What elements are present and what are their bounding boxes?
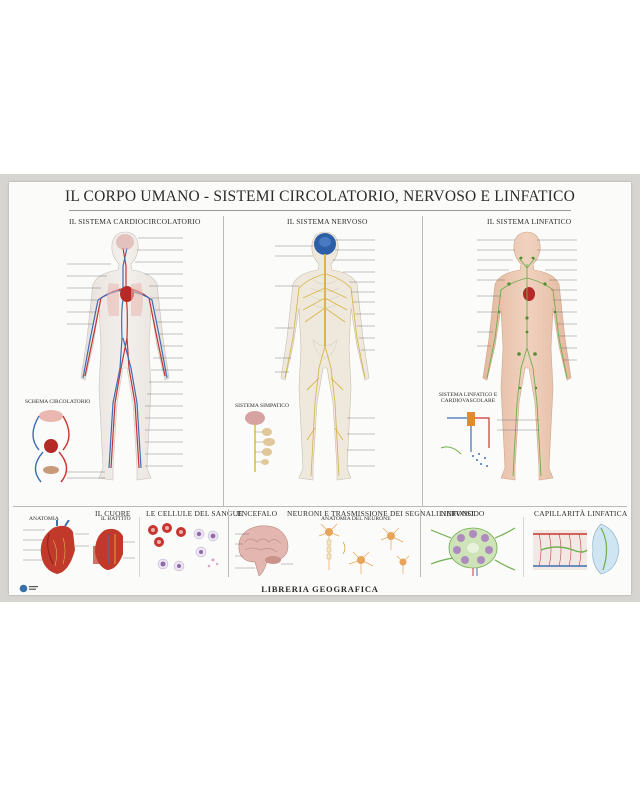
section-cuore-title: IL CUORE — [95, 509, 131, 518]
section-linfatico-title: IL SISTEMA LINFATICO — [487, 217, 572, 226]
section-nervoso-title: IL SISTEMA NERVOSO — [287, 217, 368, 226]
cardio-body-figure — [67, 231, 183, 481]
poster-title: IL CORPO UMANO - SISTEMI CIRCOLATORIO, N… — [65, 188, 575, 205]
nervoso-body-figure — [275, 231, 375, 481]
section-linfonodo-title: LINFONODO — [439, 509, 485, 518]
divider-bottom-2 — [420, 509, 421, 577]
divider-bottom-1 — [228, 509, 229, 577]
section-encefalo-title: ENCEFALO — [237, 509, 278, 518]
capillarita-diagram — [533, 523, 620, 575]
section-cellule-title: LE CELLULE DEL SANGUE — [146, 509, 244, 518]
footer-brand: LIBRERIA GEOGRAFICA — [261, 584, 379, 594]
sistema-linfatico-cardio-title: SISTEMA LINFATICO E CARDIOVASCOLARE — [438, 392, 498, 404]
divider-bottom-4 — [523, 517, 524, 577]
divider-bottom-3 — [139, 517, 140, 577]
divider-bottom-row — [13, 506, 627, 507]
anatomia-neurone-title: ANATOMIA DEL NEURONE — [321, 516, 391, 522]
schema-circolatorio-title: SCHEMA CIRCOLATORIO — [25, 399, 91, 405]
poster: IL CORPO UMANO - SISTEMI CIRCOLATORIO, N… — [9, 182, 631, 595]
section-capillarita-title: CAPILLARITÀ LINFATICA — [534, 509, 628, 518]
linfonodo-diagram — [430, 527, 516, 576]
battito-title: IL BATTITO — [101, 516, 131, 522]
publisher-logo-icon — [19, 584, 38, 593]
neuroni-diagram — [318, 523, 410, 574]
schema-circolatorio-diagram — [32, 410, 70, 483]
poster-footer: LIBRERIA GEOGRAFICA — [9, 581, 631, 595]
section-cardio-title: IL SISTEMA CARDIOCIRCOLATORIO — [69, 217, 201, 226]
section-neuroni-title: NEURONI E TRASMISSIONE DEI SEGNALI NERVO… — [287, 509, 475, 518]
divider-right — [422, 216, 423, 506]
divider-left — [223, 216, 224, 506]
cuore-diagram — [23, 520, 135, 574]
sistema-simpatico-title: SISTEMA SIMPATICO — [235, 403, 290, 409]
sistema-linfatico-cardio-diagram — [440, 412, 539, 467]
encefalo-diagram — [235, 525, 293, 577]
cellule-sangue-diagram — [148, 523, 219, 572]
linfatico-body-figure — [477, 231, 577, 481]
title-rule — [69, 210, 571, 211]
anatomia-title: ANATOMIA — [29, 516, 59, 522]
sistema-simpatico-diagram — [245, 411, 275, 472]
